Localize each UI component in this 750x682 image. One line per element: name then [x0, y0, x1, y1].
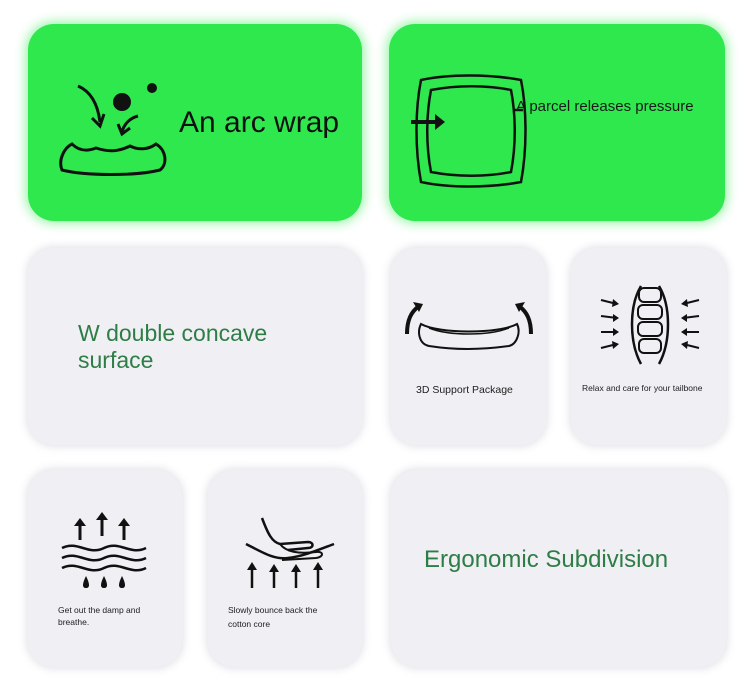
bounce-line1: Slowly bounce back the — [228, 605, 318, 615]
breathe-line1: Get out the damp and — [58, 605, 141, 615]
bounce-card: Slowly bounce back the cotton core — [208, 470, 362, 667]
support-label: 3D Support Package — [416, 384, 513, 396]
hand-rebound-icon — [245, 517, 335, 588]
w-concave-card: W double concave surface — [28, 248, 362, 445]
arc-wrap-icon — [59, 83, 167, 176]
arc-wrap-card: An arc wrap — [28, 24, 362, 221]
ergonomic-card: Ergonomic Subdivision — [391, 470, 726, 667]
parcel-label: A parcel releases pressure — [516, 98, 694, 115]
support-card: 3D Support Package — [391, 248, 546, 445]
breathable-waves-icon — [61, 512, 147, 588]
spine-icon — [600, 285, 700, 365]
curved-pad-icon — [405, 302, 533, 350]
tailbone-card: Relax and care for your tailbone — [571, 248, 726, 445]
w-concave-line2: surface — [78, 347, 154, 373]
ergonomic-label: Ergonomic Subdivision — [424, 546, 669, 573]
arc-wrap-label: An arc wrap — [179, 106, 340, 139]
parcel-card: A parcel releases pressure — [389, 24, 725, 221]
breathe-line2: breathe. — [58, 617, 90, 627]
tailbone-label: Relax and care for your tailbone — [582, 383, 703, 393]
bounce-line2: cotton core — [228, 619, 271, 629]
breathe-card: Get out the damp and breathe. — [28, 470, 182, 667]
parcel-frame-icon — [411, 74, 527, 188]
w-concave-line1: W double concave — [78, 320, 268, 346]
